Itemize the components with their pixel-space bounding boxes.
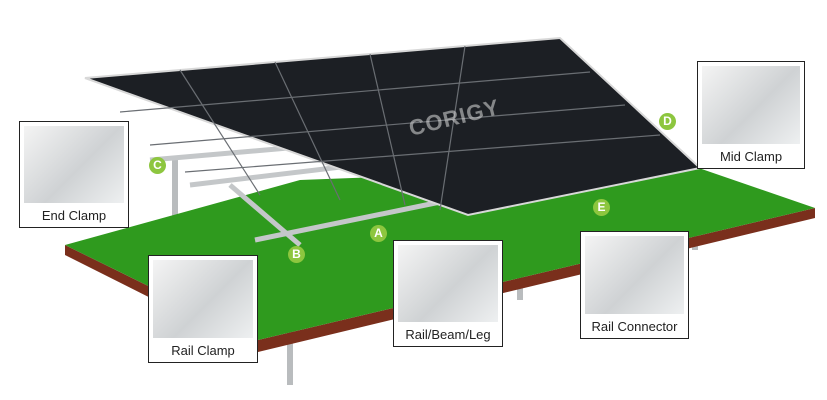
callout-end-clamp: End Clamp [19,121,129,228]
callout-label: Mid Clamp [719,149,783,164]
end-clamp-image [24,126,124,203]
callout-rail-beam-leg: Rail/Beam/Leg [393,240,503,347]
marker-a: A [370,225,387,242]
callout-mid-clamp: Mid Clamp [697,61,805,169]
rail-connector-image [585,236,684,314]
callout-rail-connector: Rail Connector [580,231,689,339]
marker-e: E [593,199,610,216]
panel-grid [119,45,661,211]
callout-label: End Clamp [41,208,107,223]
rail-beam-leg-image [398,245,498,322]
mid-clamp-image [702,66,800,144]
rail-clamp-image [153,260,253,338]
callout-label: Rail Clamp [171,343,235,358]
callout-label: Rail/Beam/Leg [405,327,491,342]
marker-d: D [659,113,676,130]
callout-label: Rail Connector [591,319,678,334]
callout-rail-clamp: Rail Clamp [148,255,258,363]
marker-c: C [149,157,166,174]
marker-b: B [288,246,305,263]
